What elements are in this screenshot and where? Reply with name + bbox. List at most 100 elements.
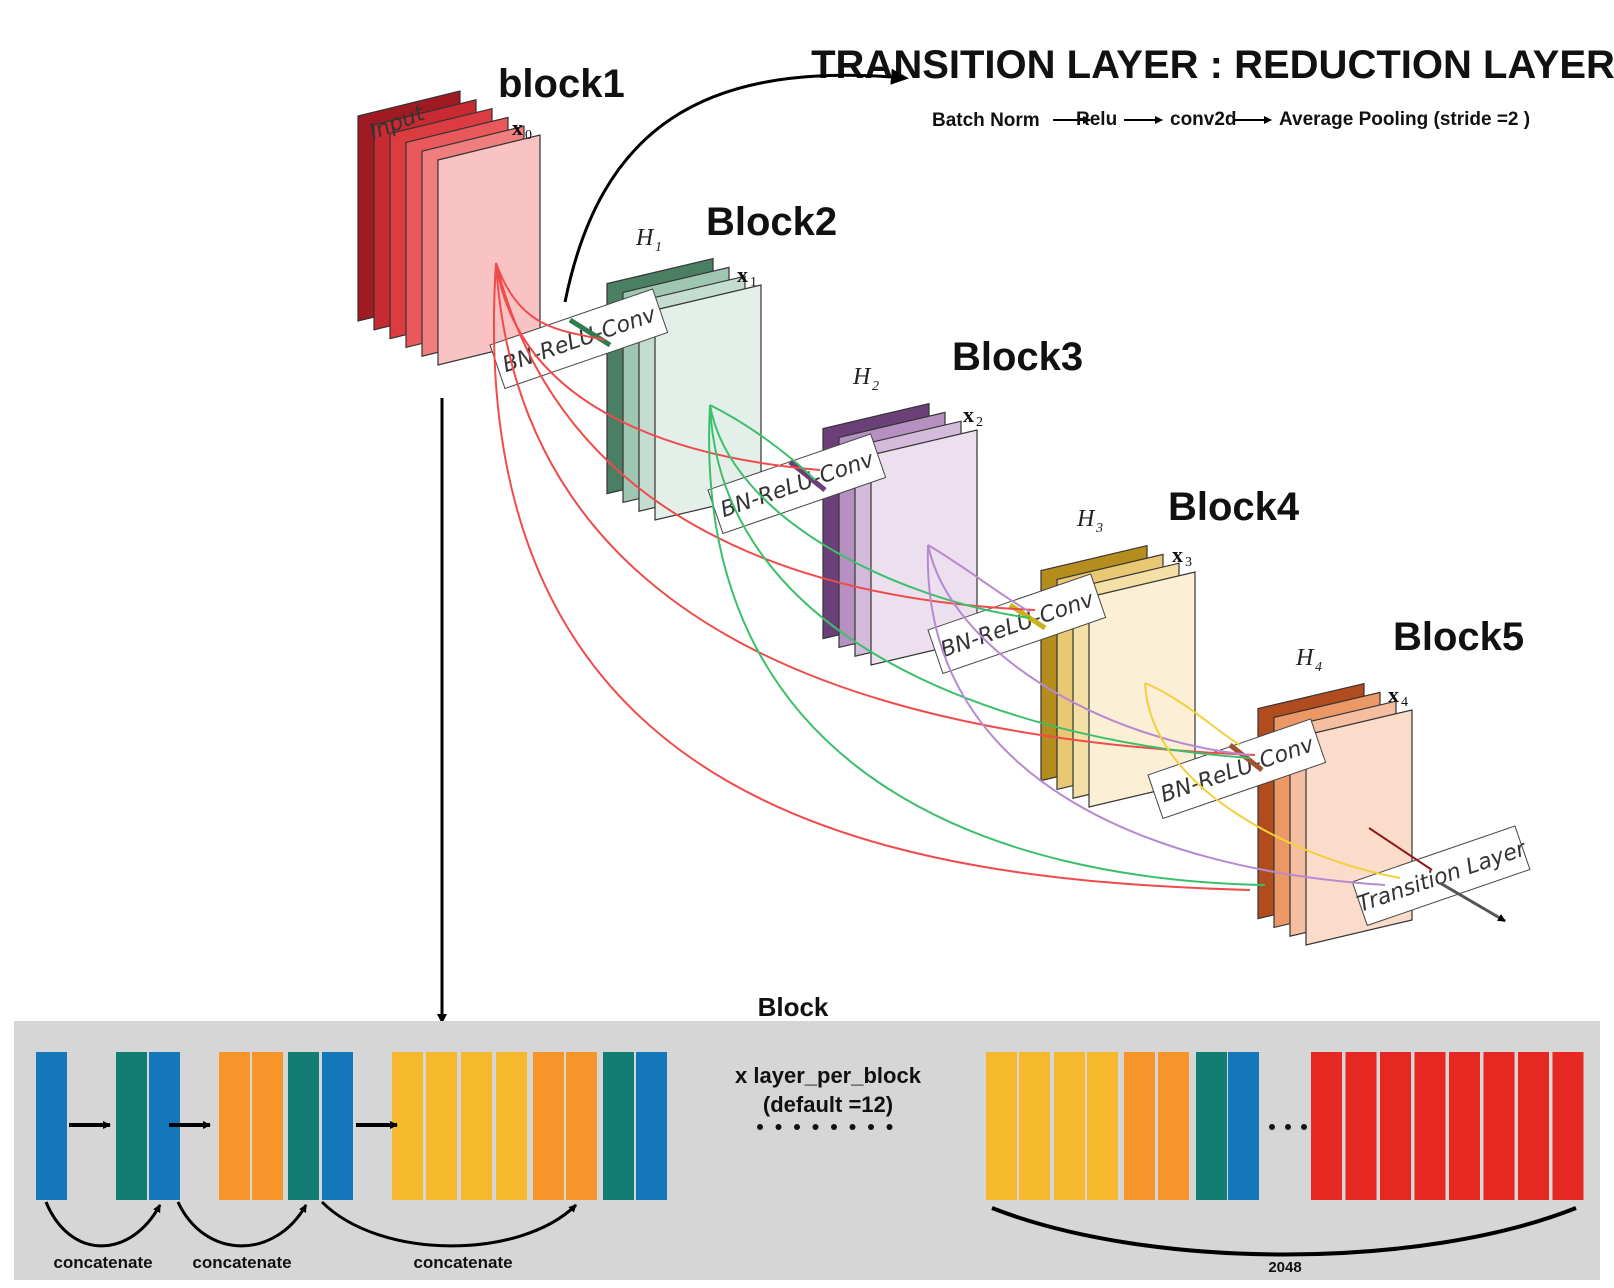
feature-bar bbox=[1552, 1052, 1584, 1200]
svg-text:3: 3 bbox=[1185, 555, 1192, 570]
ellipsis-dot bbox=[775, 1124, 782, 1130]
h3-label: H 3 bbox=[1076, 506, 1103, 536]
concat-label-3: concatenate bbox=[413, 1253, 512, 1272]
ellipsis-dot bbox=[1269, 1124, 1275, 1130]
repeat-label-line1: x layer_per_block bbox=[735, 1063, 922, 1088]
transition-output-arrow bbox=[1439, 881, 1506, 923]
feature-bar bbox=[1087, 1052, 1118, 1200]
feature-stack-1 bbox=[357, 90, 541, 366]
step-avg-pooling: Average Pooling (stride =2 ) bbox=[1279, 109, 1530, 130]
transition-title: TRANSITION LAYER : REDUCTION LAYER bbox=[811, 43, 1614, 87]
feature-bar bbox=[1483, 1052, 1515, 1200]
feature-bar bbox=[1518, 1052, 1549, 1200]
feature-bar bbox=[1311, 1052, 1342, 1200]
block3-label: Block3 bbox=[952, 335, 1083, 379]
conv-box-frame bbox=[707, 433, 887, 535]
ellipsis-dot bbox=[1301, 1124, 1307, 1130]
feature-bar bbox=[1158, 1052, 1189, 1200]
svg-text:H: H bbox=[1076, 506, 1096, 532]
svg-text:x: x bbox=[1172, 542, 1183, 567]
conv-box-frame bbox=[927, 573, 1107, 675]
feature-stack-2 bbox=[606, 257, 762, 521]
svg-text:2: 2 bbox=[872, 379, 879, 394]
feature-bar bbox=[603, 1052, 634, 1200]
block1-label: block1 bbox=[498, 62, 625, 106]
feature-bar bbox=[496, 1052, 527, 1200]
svg-text:H: H bbox=[852, 364, 872, 390]
final-count-label: 2048 bbox=[1268, 1259, 1301, 1276]
ellipsis-dot bbox=[757, 1124, 763, 1130]
skip-connection-curve bbox=[495, 262, 1036, 611]
ellipsis-dot bbox=[794, 1124, 800, 1130]
feature-bar bbox=[288, 1052, 319, 1200]
svg-text:x: x bbox=[1388, 682, 1399, 707]
feature-bar bbox=[1345, 1052, 1377, 1200]
skip-connection-curve bbox=[709, 404, 816, 481]
skip-connection-curve bbox=[708, 404, 1266, 886]
feature-bar bbox=[1414, 1052, 1446, 1200]
feature-bar bbox=[1196, 1052, 1227, 1200]
repeat-ellipsis bbox=[757, 1124, 893, 1130]
feature-bar bbox=[533, 1052, 564, 1200]
svg-text:0: 0 bbox=[525, 128, 532, 143]
concat-label-2: concatenate bbox=[192, 1253, 291, 1272]
svg-text:H: H bbox=[1295, 645, 1315, 671]
feature-bar bbox=[1019, 1052, 1050, 1200]
skip-connection-curve bbox=[927, 544, 1251, 756]
feature-bar bbox=[1054, 1052, 1085, 1200]
step-batch-norm: Batch Norm bbox=[932, 110, 1040, 131]
step-conv2d: conv2d bbox=[1170, 109, 1237, 130]
svg-text:4: 4 bbox=[1401, 695, 1408, 710]
feature-bar bbox=[461, 1052, 492, 1200]
x0-label: x 0 bbox=[512, 115, 532, 143]
skip-connection-curve bbox=[709, 404, 1031, 619]
feature-bar bbox=[566, 1052, 597, 1200]
skip-connection-curve bbox=[926, 544, 1386, 886]
block-panel-title: Block bbox=[758, 992, 829, 1022]
ellipsis-dot bbox=[812, 1124, 819, 1130]
svg-text:4: 4 bbox=[1315, 660, 1322, 675]
feature-bar bbox=[426, 1052, 457, 1200]
svg-text:1: 1 bbox=[655, 240, 662, 255]
feature-bar bbox=[1228, 1052, 1259, 1200]
feature-bar bbox=[116, 1052, 147, 1200]
transition-pointer-arrow bbox=[563, 68, 909, 303]
h4-label: H 4 bbox=[1295, 645, 1322, 675]
block2-label: Block2 bbox=[706, 200, 837, 244]
feature-bar bbox=[219, 1052, 250, 1200]
x3-label: x 3 bbox=[1172, 542, 1192, 570]
block5-label: Block5 bbox=[1393, 615, 1524, 659]
continuation-ellipsis bbox=[1269, 1124, 1307, 1130]
skip-connection-curve bbox=[493, 262, 1251, 891]
feature-bar bbox=[252, 1052, 283, 1200]
concat-curve-1 bbox=[44, 1201, 162, 1248]
feature-bar bbox=[986, 1052, 1017, 1200]
feature-bar bbox=[1124, 1052, 1155, 1200]
ellipsis-dot bbox=[831, 1124, 837, 1130]
h2-label: H 2 bbox=[852, 364, 879, 394]
concat-label-1: concatenate bbox=[53, 1253, 152, 1272]
svg-text:x: x bbox=[512, 115, 523, 140]
svg-text:H: H bbox=[635, 225, 655, 251]
feature-bar bbox=[1380, 1052, 1411, 1200]
skip-connection-curve bbox=[927, 544, 1031, 613]
skip-connection-curve bbox=[709, 404, 1251, 759]
final-span-curve bbox=[991, 1206, 1577, 1257]
feature-map-sheet bbox=[437, 134, 541, 366]
svg-text:x: x bbox=[963, 402, 974, 427]
h1-label: H 1 bbox=[635, 225, 662, 255]
ellipsis-dot bbox=[1285, 1124, 1291, 1130]
repeat-label-line2: (default =12) bbox=[763, 1092, 893, 1117]
skip-connection-curve bbox=[495, 262, 606, 341]
transition-steps: Batch Norm Relu conv2d Average Pooling (… bbox=[932, 109, 1530, 131]
skip-connection-curve bbox=[1144, 682, 1401, 879]
skip-connection-curve bbox=[1144, 682, 1241, 746]
step-relu: Relu bbox=[1076, 109, 1117, 130]
concat-curve-3 bbox=[320, 1200, 578, 1248]
feature-bar bbox=[322, 1052, 353, 1200]
ellipsis-dot bbox=[886, 1124, 893, 1130]
block4-label: Block4 bbox=[1168, 485, 1300, 529]
conv-connector bbox=[568, 317, 612, 348]
svg-text:1: 1 bbox=[750, 275, 757, 290]
